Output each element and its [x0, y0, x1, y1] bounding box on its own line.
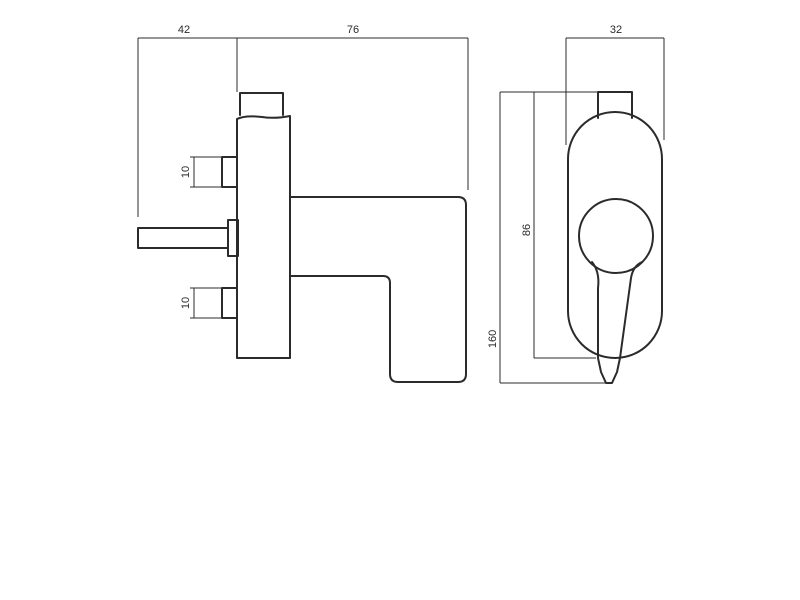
lower-screw [221, 287, 238, 319]
base-plate [236, 115, 291, 359]
upper-screw-dimension: 10 [180, 156, 222, 188]
lower-screw-dimension: 10 [180, 287, 222, 319]
top-dimension: 42 76 [137, 24, 469, 217]
lock-cylinder [239, 92, 284, 116]
oval-rose [567, 111, 663, 359]
dimension-label-10-upper: 10 [180, 166, 192, 178]
front-handle-lever [591, 261, 643, 384]
dimension-label-32: 32 [610, 24, 622, 36]
dimension-label-86: 86 [521, 224, 533, 236]
dimension-label-76: 76 [347, 24, 359, 36]
handle-lever [289, 196, 467, 383]
total-height-dimension: 160 [487, 91, 605, 384]
spindle [137, 227, 229, 249]
front-lock-cylinder [597, 91, 633, 119]
side-view: 42 76 10 10 [137, 24, 469, 383]
handle-hub [578, 198, 654, 274]
upper-screw [221, 156, 238, 188]
dimension-label-42: 42 [178, 24, 190, 36]
rose-height-dimension: 86 [521, 92, 596, 359]
dimension-label-160: 160 [487, 330, 499, 348]
dimension-label-10-lower: 10 [180, 297, 192, 309]
front-view: 32 160 86 [487, 24, 665, 384]
